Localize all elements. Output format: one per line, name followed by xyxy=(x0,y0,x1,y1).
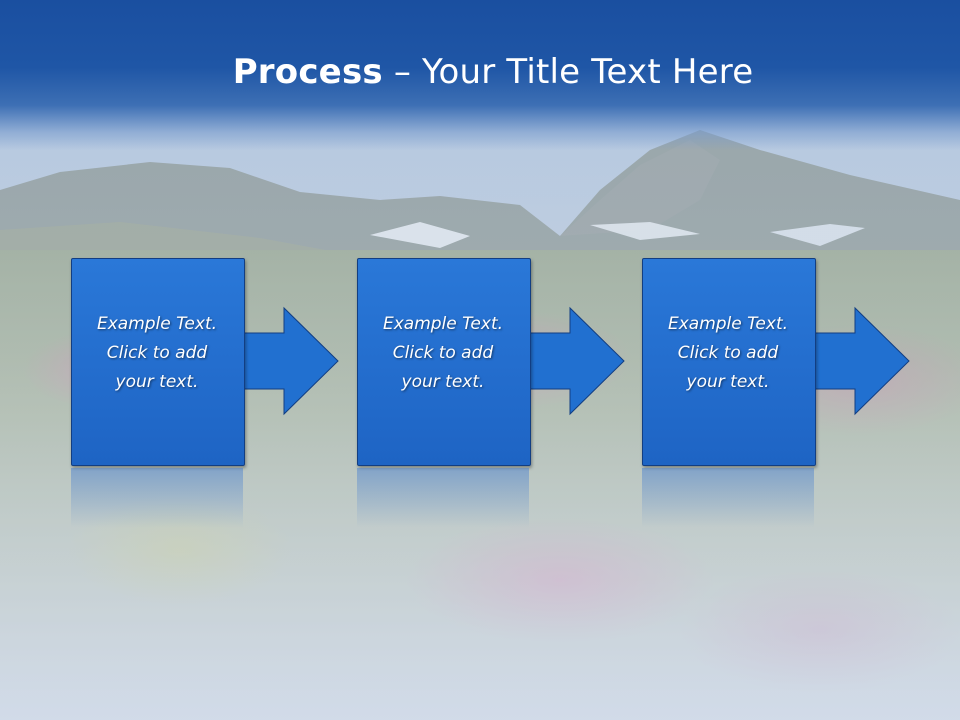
title-rest-part: – Your Title Text Here xyxy=(382,52,754,92)
process-step-1[interactable]: Example Text. Click to add your text. xyxy=(71,258,339,468)
step-text-line: Click to add xyxy=(106,343,208,363)
step-text-line: Click to add xyxy=(392,343,494,363)
process-step-2[interactable]: Example Text. Click to add your text. xyxy=(357,258,625,468)
step-text-line: Example Text. xyxy=(96,314,218,334)
title-bold-part: Process xyxy=(232,52,383,92)
step-box xyxy=(642,258,816,466)
step-box xyxy=(357,258,531,466)
step-text-line: your text. xyxy=(401,372,485,392)
step-reflection xyxy=(357,468,529,528)
step-text-line: your text. xyxy=(115,372,199,392)
step-label[interactable]: Example Text. Click to add your text. xyxy=(357,310,529,397)
title-bar xyxy=(0,0,960,150)
step-text-line: Example Text. xyxy=(667,314,789,334)
step-label[interactable]: Example Text. Click to add your text. xyxy=(642,310,814,397)
step-text-line: Example Text. xyxy=(382,314,504,334)
right-arrow-icon xyxy=(241,306,339,416)
step-text-line: your text. xyxy=(686,372,770,392)
right-arrow-icon xyxy=(812,306,910,416)
step-label[interactable]: Example Text. Click to add your text. xyxy=(71,310,243,397)
step-text-line: Click to add xyxy=(677,343,779,363)
step-reflection xyxy=(642,468,814,528)
step-reflection xyxy=(71,468,243,528)
slide-title[interactable]: Process – Your Title Text Here xyxy=(0,52,960,92)
right-arrow-icon xyxy=(527,306,625,416)
step-box xyxy=(71,258,245,466)
process-step-3[interactable]: Example Text. Click to add your text. xyxy=(642,258,910,468)
